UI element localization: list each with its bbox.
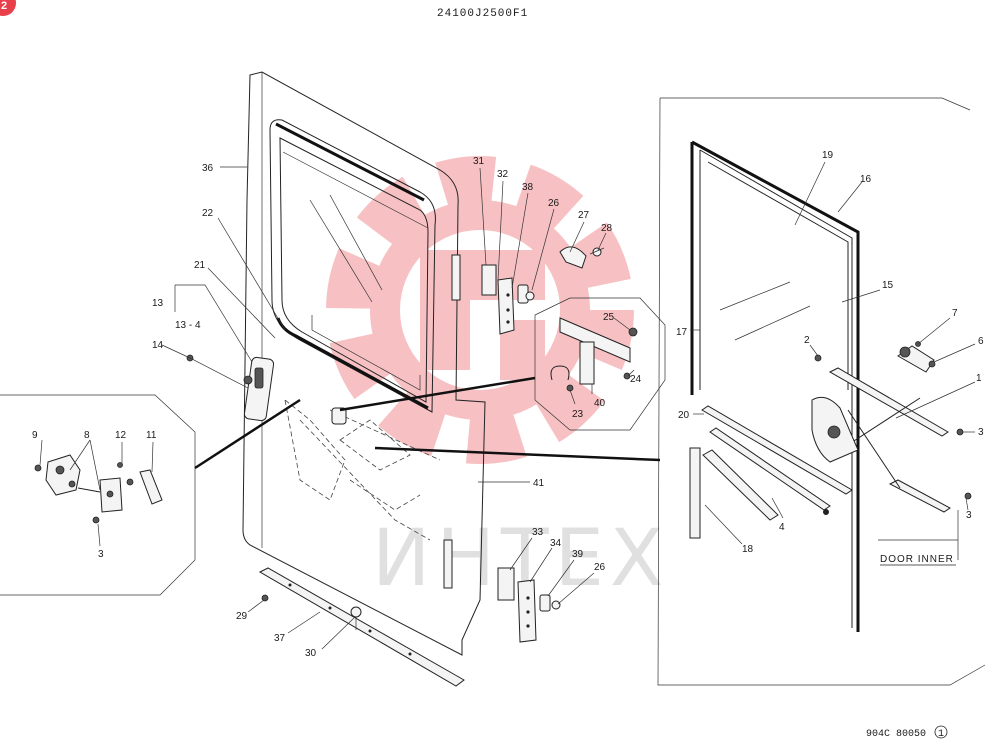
callout-16: 16	[860, 174, 872, 185]
callout-19: 19	[822, 150, 834, 161]
footer-circled-number: 1	[938, 729, 944, 740]
callout-13-4: 13 - 4	[175, 320, 201, 331]
link-line-left	[194, 398, 301, 470]
callout-41: 41	[533, 478, 545, 489]
link-line-right	[374, 446, 661, 462]
corner-badge-text: 2	[1, 0, 7, 12]
callout-3-upper: 3	[978, 427, 984, 438]
callout-22: 22	[202, 208, 214, 219]
callout-13: 13	[152, 298, 164, 309]
footer-circle-icon	[934, 725, 948, 739]
callout-30: 30	[305, 648, 317, 659]
callout-23: 23	[572, 409, 584, 420]
callout-24: 24	[630, 374, 642, 385]
callout-4: 4	[779, 522, 785, 533]
callout-21: 21	[194, 260, 206, 271]
callout-26-upper: 26	[548, 198, 560, 209]
callout-28: 28	[601, 223, 613, 234]
callout-27: 27	[578, 210, 590, 221]
callout-3-lock: 3	[98, 549, 104, 560]
watermark-gear-icon	[326, 156, 634, 464]
lock-detail-callout	[0, 394, 196, 596]
callout-37: 37	[274, 633, 286, 644]
callout-17: 17	[676, 327, 688, 338]
callout-32: 32	[497, 169, 509, 180]
callout-25: 25	[603, 312, 615, 323]
leader-lines	[39, 161, 976, 650]
callout-3-lower: 3	[966, 510, 972, 521]
callout-12: 12	[115, 430, 127, 441]
callout-29: 29	[236, 611, 248, 622]
callout-8: 8	[84, 430, 90, 441]
callout-26-lower: 26	[594, 562, 606, 573]
callout-31: 31	[473, 156, 485, 167]
door-panel-drawing	[186, 71, 605, 687]
callout-20: 20	[678, 410, 690, 421]
corner-badge: 2	[0, 0, 16, 16]
callout-39: 39	[572, 549, 584, 560]
callout-2: 2	[804, 335, 810, 346]
callout-7: 7	[952, 308, 958, 319]
callout-1: 1	[976, 373, 982, 384]
callout-38: 38	[522, 182, 534, 193]
link-line-middle	[339, 376, 536, 412]
callout-34: 34	[550, 538, 562, 549]
door-inner-detail-callout	[657, 97, 986, 686]
door-inner-label: DOOR INNER	[880, 554, 954, 565]
callout-33: 33	[532, 527, 544, 538]
footer-code: 904C 80050	[866, 729, 926, 740]
callout-15: 15	[882, 280, 894, 291]
callout-40: 40	[594, 398, 606, 409]
callout-9: 9	[32, 430, 38, 441]
callout-11: 11	[146, 430, 157, 441]
callout-18: 18	[742, 544, 754, 555]
bracket-detail-callout	[534, 297, 666, 431]
callout-14: 14	[152, 340, 164, 351]
diagram-title: 24100J2500F1	[437, 8, 528, 20]
callout-36: 36	[202, 163, 214, 174]
callout-labels: 36 22 21 13 13 - 4 14 9 8 12 11 3 31 32 …	[32, 150, 984, 659]
callout-6: 6	[978, 336, 984, 347]
